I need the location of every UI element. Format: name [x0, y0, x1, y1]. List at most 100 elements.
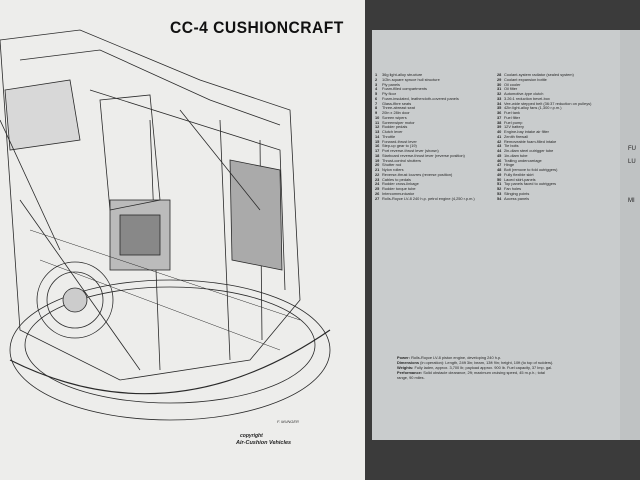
key-number: 10 — [375, 114, 380, 120]
key-number: 36 — [497, 110, 502, 115]
key-number: 16 — [375, 143, 380, 149]
key-text: Oil cooler — [504, 81, 521, 87]
fragment: FU — [628, 146, 636, 152]
spec-label: Dimensions — [397, 359, 420, 365]
key-number: 13 — [375, 129, 380, 134]
key-number: 49 — [497, 171, 502, 177]
key-text: Removeable foam-filled intake — [504, 138, 557, 144]
key-text: Glass-fibre seats — [382, 100, 412, 106]
spec-label: Performance: — [397, 369, 423, 375]
key-text: Engine-bay intake air filter — [504, 129, 549, 134]
key-text: Hinge — [504, 162, 515, 168]
copyright-label: copyright — [240, 433, 263, 439]
key-number: 50 — [497, 176, 502, 182]
key-number: 20 — [375, 162, 380, 168]
key-number: 47 — [497, 162, 502, 168]
key-text: Reverse-thrust louvres (reverse position… — [382, 171, 453, 177]
spec-text: Fully laden, approx. 3,700 lb; payload a… — [414, 364, 553, 370]
key-text: Laced skirt-panels — [504, 176, 536, 182]
key-text: Vee-wide stepped belt (36:37 reduction o… — [504, 100, 592, 106]
key-text: 1/2in-square spruce hull structure — [382, 76, 440, 82]
key-number: 26 — [375, 190, 380, 196]
cutaway-drawing — [0, 29, 331, 421]
fragment: MI — [628, 198, 635, 204]
spec-line: Weights: Fully laden, approx. 3,700 lb; … — [397, 364, 555, 371]
specifications: Power: Rolls-Royce LV-8 piston engine, d… — [397, 355, 555, 381]
key-item: 2 1/2in-square spruce hull structure — [375, 76, 482, 83]
key-number: 37 — [497, 114, 502, 120]
key-number: 42 — [497, 138, 502, 144]
key-text: Screenwiper motor — [382, 119, 415, 125]
key-number: 5 — [375, 91, 378, 96]
key-number: 4 — [375, 86, 378, 92]
key-number: 18 — [375, 152, 380, 158]
key-number: 29 — [497, 76, 502, 82]
key-text: 1in-diam tube — [504, 152, 528, 158]
key-number: 31 — [497, 86, 502, 92]
page-title: CC-4 CUSHIONCRAFT — [170, 18, 344, 37]
next-page-fragments: FU LU MI — [628, 143, 636, 208]
key-number: 35 — [497, 105, 502, 111]
key-text: Shutter rod — [382, 162, 402, 168]
key-number: 54 — [497, 195, 502, 201]
key-text: Slinging points — [504, 190, 530, 196]
key-text: Fan holes — [504, 186, 522, 191]
spec-label: Power: — [397, 355, 410, 360]
key-number: 12 — [375, 124, 380, 130]
key-text: Thrust-control shutters — [382, 157, 421, 163]
key-number: 33 — [497, 95, 502, 101]
key-number: 8 — [375, 105, 378, 111]
key-number: 48 — [497, 167, 502, 172]
key-number: 39 — [497, 124, 502, 130]
next-page-edge — [620, 30, 640, 440]
spec-line: Performance: Solid obstacle clearance, 2… — [397, 369, 555, 381]
key-text: Rudder torque tube — [382, 186, 416, 191]
key-text: Coolant-system radiator (sealed system) — [504, 72, 574, 77]
key-text: Access panels — [504, 195, 530, 201]
key-text: 36g light-alloy structure — [382, 72, 423, 77]
key-text: Tie bolts — [504, 143, 519, 149]
key-text: 20in x 28in door — [382, 110, 410, 115]
key-text: Screen wipers — [382, 114, 407, 120]
key-number: 53 — [497, 190, 502, 196]
key-text: Coolant expansion bottle — [504, 76, 547, 82]
key-number: 2 — [375, 76, 378, 82]
key-text: Rudder cross-linkage — [382, 181, 419, 187]
key-text: Fuel filter — [504, 114, 520, 120]
key-number: 45 — [497, 152, 502, 158]
key-number: 30 — [497, 81, 502, 87]
key-number: 28 — [497, 72, 502, 77]
key-text: Rolls-Royce LV-8 240 h.p. petrol engine … — [382, 195, 475, 201]
key-text: Zenith firewall — [504, 133, 529, 139]
key-number: 40 — [497, 129, 502, 134]
